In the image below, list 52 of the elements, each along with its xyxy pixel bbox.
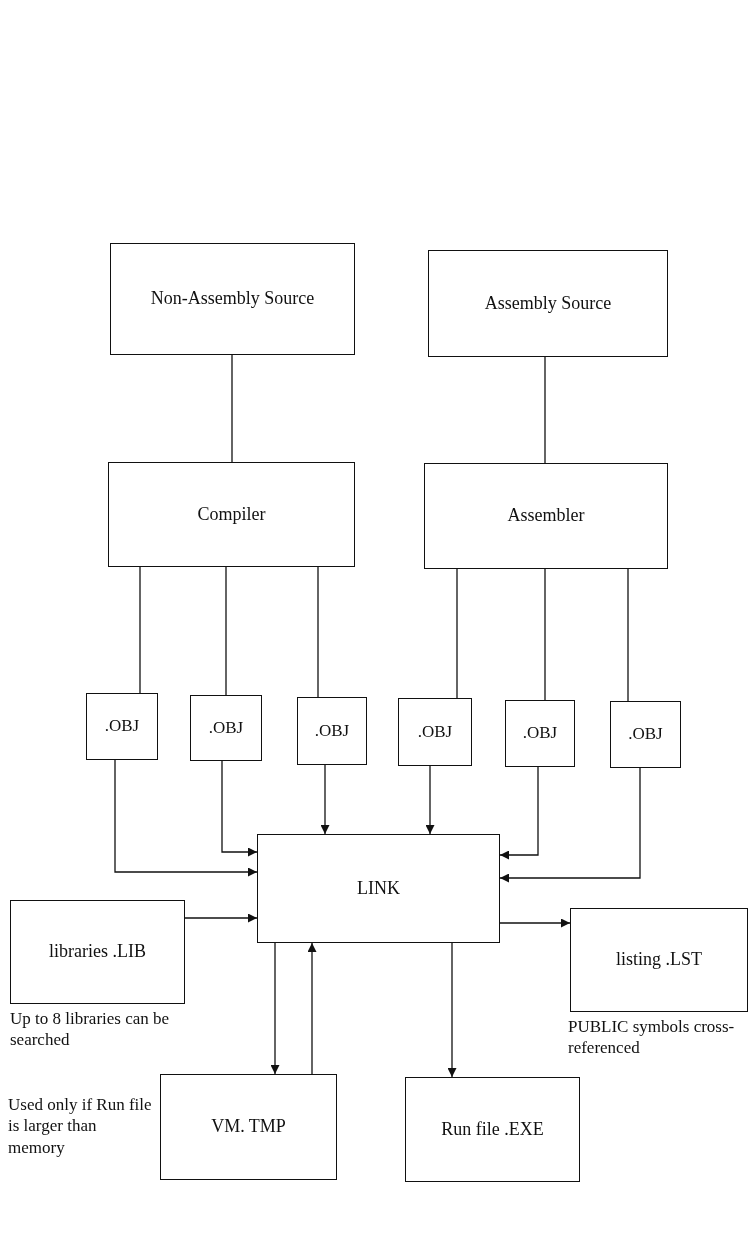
box-label: .OBJ bbox=[104, 716, 140, 737]
box-label: .OBJ bbox=[314, 720, 350, 742]
process-box bbox=[257, 834, 500, 943]
connector-line bbox=[139, 566, 141, 694]
process-box bbox=[405, 1077, 580, 1182]
process-box bbox=[610, 701, 681, 768]
connector-line bbox=[627, 568, 629, 702]
process-box bbox=[190, 695, 262, 761]
process-box bbox=[505, 700, 575, 767]
box-label: Run file .EXE bbox=[441, 1118, 544, 1141]
arrow bbox=[114, 759, 258, 877]
connector-line bbox=[231, 354, 233, 463]
note-text: PUBLIC symbols cross-referenced bbox=[568, 1016, 736, 1059]
box-label: Assembly Source bbox=[484, 292, 612, 315]
arrow bbox=[499, 767, 641, 883]
process-box bbox=[160, 1074, 337, 1180]
arrow bbox=[425, 765, 435, 835]
arrow bbox=[307, 942, 317, 1075]
box-label: .OBJ bbox=[417, 721, 453, 743]
process-box bbox=[10, 900, 185, 1004]
arrow bbox=[320, 764, 330, 835]
box-label: Assembler bbox=[507, 505, 585, 527]
process-box bbox=[86, 693, 158, 760]
arrow bbox=[221, 760, 258, 857]
process-box bbox=[108, 462, 355, 567]
box-label: listing .LST bbox=[616, 949, 702, 971]
connector-line bbox=[544, 356, 546, 464]
box-label: .OBJ bbox=[208, 717, 244, 739]
note-text: Up to 8 libraries can be searched bbox=[10, 1008, 171, 1051]
process-box bbox=[398, 698, 472, 766]
process-box bbox=[297, 697, 367, 765]
process-box bbox=[424, 463, 668, 569]
box-label: VM. TMP bbox=[211, 1116, 286, 1138]
connector-line bbox=[317, 566, 319, 698]
process-box bbox=[428, 250, 668, 357]
arrow bbox=[447, 942, 457, 1078]
process-box bbox=[110, 243, 355, 355]
box-label: Compiler bbox=[197, 503, 266, 526]
arrow bbox=[184, 913, 258, 923]
arrow bbox=[499, 918, 571, 928]
arrow bbox=[270, 942, 280, 1075]
box-label: LINK bbox=[357, 877, 400, 900]
connector-line bbox=[544, 568, 546, 701]
box-label: .OBJ bbox=[628, 724, 663, 745]
box-label: .OBJ bbox=[522, 723, 558, 744]
note-text: Used only if Run file is larger than memory bbox=[8, 1094, 153, 1158]
arrow bbox=[499, 766, 539, 860]
process-box bbox=[570, 908, 748, 1012]
connector-line bbox=[225, 566, 227, 696]
box-label: libraries .LIB bbox=[49, 941, 146, 963]
connector-line bbox=[456, 568, 458, 699]
box-label: Non-Assembly Source bbox=[150, 288, 315, 310]
